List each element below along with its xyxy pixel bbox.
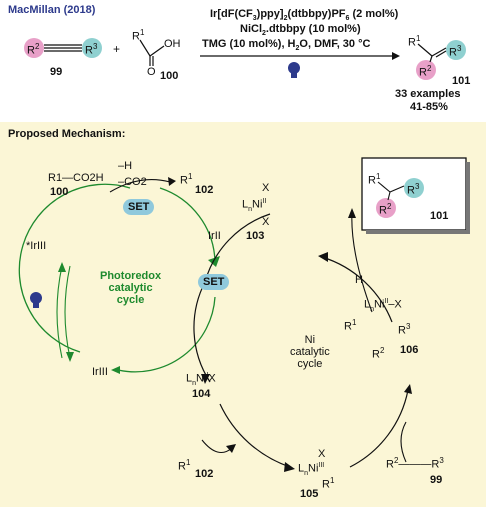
light-bulb-icon-mech bbox=[30, 292, 42, 304]
plus-sign: + bbox=[113, 42, 121, 56]
compound-100: 100 bbox=[160, 70, 179, 82]
box-r2: R2 bbox=[379, 202, 392, 217]
yield-range: 41-85% bbox=[410, 101, 448, 113]
acid-oh: OH bbox=[164, 38, 181, 50]
condition-base: TMG (10 mol%), H2O, DMF, 30 °C bbox=[202, 38, 371, 53]
acid-r1: R1 bbox=[132, 28, 145, 43]
photoredox-arc-right bbox=[159, 187, 216, 263]
product-r2: R2 bbox=[419, 64, 432, 79]
compound-104: 104 bbox=[192, 388, 211, 400]
r2-label: R2 bbox=[27, 42, 40, 57]
photoredox-arc-left bbox=[18, 183, 131, 353]
h-plus: H bbox=[355, 274, 363, 286]
ni-x-bottom: X bbox=[262, 216, 270, 228]
mechanism-graphics bbox=[18, 157, 470, 472]
condition-nickel: NiCl2.dtbbpy (10 mol%) bbox=[240, 23, 361, 38]
acid-formula: R1—CO2H bbox=[48, 172, 104, 184]
ir-ii: IrII bbox=[208, 230, 221, 242]
ni-cycle-label: Ni catalytic cycle bbox=[290, 334, 330, 370]
radical-r1-lower: R1 bbox=[178, 458, 191, 473]
vinyl-r3: R3 bbox=[398, 322, 411, 337]
product-r3-bubble bbox=[446, 40, 466, 60]
compound-106: 106 bbox=[400, 344, 419, 356]
mechanism-title: Proposed Mechanism: bbox=[8, 128, 126, 140]
author-citation: MacMillan (2018) bbox=[8, 4, 96, 16]
product-r1: R1 bbox=[408, 34, 421, 49]
set-step-2: SET bbox=[198, 274, 230, 290]
photoredox-cycle-label: Photoredox catalytic cycle bbox=[100, 270, 162, 306]
r3-label: R3 bbox=[85, 42, 98, 57]
set-step-1: SET bbox=[123, 199, 155, 215]
product-r3: R3 bbox=[449, 44, 462, 59]
acid-o: O bbox=[147, 66, 156, 78]
compound-103: 103 bbox=[246, 230, 265, 242]
ni-iii-x: X bbox=[318, 448, 326, 460]
ni-ii-dihalide: LnNiII bbox=[242, 198, 267, 213]
alkyne-mech: R2———R3 bbox=[386, 456, 444, 471]
examples-count: 33 examples bbox=[395, 88, 461, 100]
r3-bubble bbox=[82, 38, 102, 58]
compound-99: 99 bbox=[50, 66, 63, 78]
ni-i-species: LnNiIX bbox=[186, 372, 216, 387]
ni-x-top: X bbox=[262, 182, 270, 194]
compound-99-mech: 99 bbox=[430, 474, 443, 486]
vinyl-ni-species: LnNiII–X bbox=[364, 298, 402, 313]
scheme-graphics bbox=[24, 38, 466, 80]
compound-102-lower: 102 bbox=[195, 468, 214, 480]
radical-r1: R1 bbox=[180, 172, 193, 187]
photoredox-arc-bottom bbox=[117, 296, 216, 373]
compound-101: 101 bbox=[452, 75, 471, 87]
product-r2-bubble bbox=[416, 60, 436, 80]
compound-101-box: 101 bbox=[430, 210, 449, 222]
vinyl-r1: R1 bbox=[344, 318, 357, 333]
box-r1: R1 bbox=[368, 172, 381, 187]
vinyl-r2: R2 bbox=[372, 346, 385, 361]
ir-excited: *IrIII bbox=[26, 240, 47, 252]
minus-h: –H bbox=[118, 160, 133, 172]
light-bulb-icon bbox=[288, 62, 300, 74]
reaction-scheme: MacMillan (2018) R2 R3 99 + R1 OH O 100 … bbox=[0, 0, 486, 122]
condition-catalyst: Ir[dF(CF3)ppy]2(dtbbpy)PF6 (2 mol%) bbox=[210, 8, 399, 23]
box-r3: R3 bbox=[407, 182, 420, 197]
compound-100-mech: 100 bbox=[50, 186, 69, 198]
mechanism-panel: Proposed Mechanism: bbox=[0, 122, 486, 507]
r2-bubble bbox=[24, 38, 44, 58]
compound-105: 105 bbox=[300, 488, 319, 500]
minus-co2: –CO2 bbox=[118, 176, 147, 188]
ir-iii: IrIII bbox=[92, 366, 108, 378]
compound-102: 102 bbox=[195, 184, 214, 196]
ni-iii-species: LnNiIII bbox=[298, 462, 325, 477]
ni-iii-r1: R1 bbox=[322, 476, 335, 491]
